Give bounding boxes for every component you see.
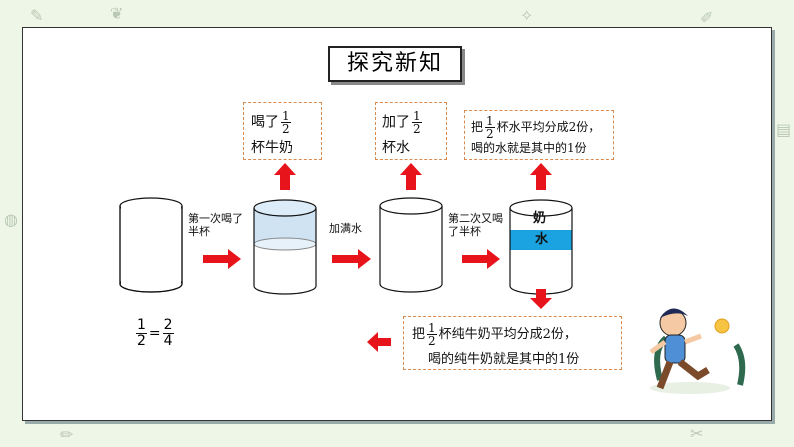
cup-label-milk: 奶: [533, 211, 547, 226]
boy-illustration: [649, 308, 746, 394]
arrows: [203, 163, 552, 352]
star-doodle-icon: ✧: [520, 6, 534, 25]
cup-refilled: [379, 197, 443, 293]
book-doodle-icon: ▤: [776, 120, 792, 139]
cup-full: [119, 197, 183, 293]
brush-doodle-icon: ✏: [60, 425, 74, 444]
note-drank-prefix: 喝了: [251, 114, 279, 131]
arrow-right-1: [203, 249, 241, 269]
arrow-right-2: [332, 249, 371, 269]
cup-half-milk: [253, 199, 317, 295]
page-title: 探究新知: [328, 46, 462, 82]
step-label-3: 第二次又喝了半杯: [448, 212, 503, 238]
step-label-1: 第一次喝了半杯: [188, 212, 243, 238]
note-drank-suffix: 杯牛奶: [251, 140, 293, 156]
arrow-up-3: [530, 163, 552, 190]
arrow-up-2: [400, 163, 422, 190]
arrow-right-3: [462, 249, 500, 269]
note-added-prefix: 加了: [382, 114, 410, 131]
step-label-2: 加满水: [329, 222, 362, 235]
arrow-down: [530, 289, 552, 309]
note-added-suffix: 杯水: [382, 140, 410, 156]
cup-label-water: 水: [535, 232, 549, 247]
arrow-left: [367, 332, 391, 352]
arrow-up-1: [274, 163, 296, 190]
pencil-doodle-icon: ✎: [30, 6, 44, 25]
scissors-doodle-icon: ✂: [690, 424, 704, 443]
apple-doodle-icon: ❦: [110, 4, 124, 23]
ruler-doodle-icon: ✐: [700, 8, 714, 27]
globe-doodle-icon: ◍: [4, 210, 18, 229]
cup-milk-water: [509, 199, 573, 295]
